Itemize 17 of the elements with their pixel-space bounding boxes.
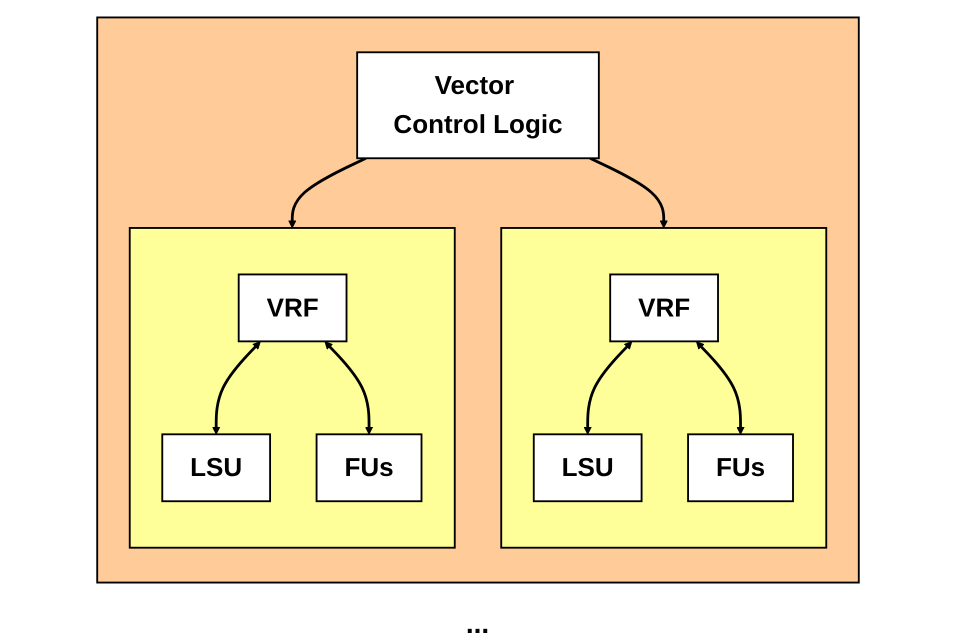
arrow bbox=[695, 340, 744, 434]
arrow bbox=[212, 340, 260, 434]
node-box: LSU bbox=[160, 432, 271, 502]
cluster bbox=[128, 226, 456, 548]
node-box: FUs bbox=[315, 432, 422, 502]
cluster bbox=[500, 226, 827, 548]
node-box: FUs bbox=[686, 432, 794, 502]
arrow bbox=[588, 156, 668, 228]
arrow bbox=[583, 340, 632, 434]
node-box: LSU bbox=[532, 432, 642, 502]
ellipsis-text: ... bbox=[466, 608, 490, 639]
node-box: VRF bbox=[237, 273, 347, 342]
cluster bbox=[96, 16, 860, 583]
node-box: Vector Control Logic bbox=[356, 50, 600, 159]
arrow bbox=[324, 340, 373, 434]
node-box: VRF bbox=[608, 273, 718, 342]
arrow bbox=[288, 156, 366, 228]
